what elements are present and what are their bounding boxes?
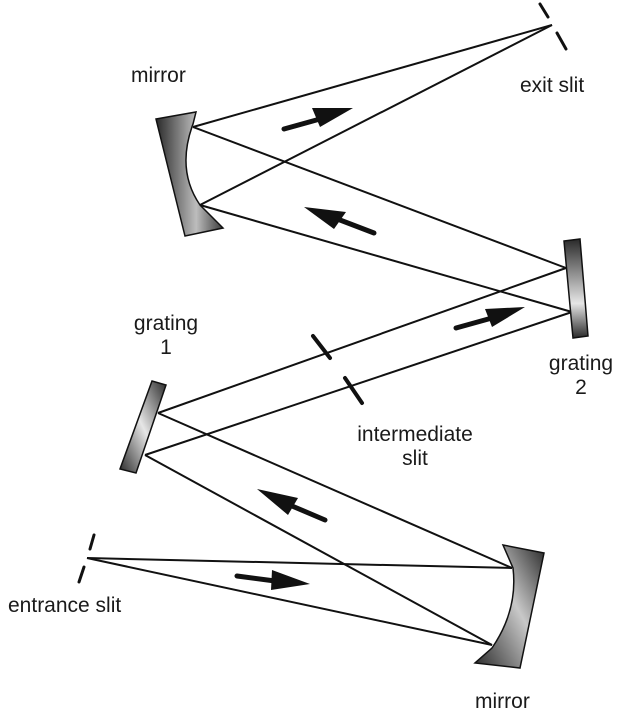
arrow-icon [453,307,525,331]
intermediate-slit-line1: intermediate [357,423,473,446]
bottom-mirror [473,543,545,669]
ray-grating2-to-mirror-b [199,204,573,313]
entrance-slit [77,533,96,584]
ray-entrance-to-mirror-upper [86,557,513,569]
grating-2-number: 2 [575,376,587,399]
label-grating-2: grating 2 [533,352,629,400]
exit-slit [538,2,568,51]
ray-grating1-to-grating2-a [157,267,567,414]
label-exit-slit: exit slit [520,74,585,97]
label-grating-1: grating 1 [118,312,214,360]
grating-1-number: 1 [160,336,172,359]
top-mirror [155,111,225,237]
intermediate-slit [311,334,364,405]
ray-mirror-to-grating1-lower [144,454,493,646]
ray-entrance-to-mirror-lower [86,557,493,646]
ray-mirror-to-exit-b [199,24,553,206]
arrow-icon [234,570,310,590]
grating-1 [119,380,167,474]
grating-1-name: grating [133,312,199,335]
ray-mirror-to-exit-a [192,24,553,128]
label-entrance-slit: entrance slit [8,594,122,617]
ray-grating1-to-grating2-b [144,311,573,456]
ray-grating2-to-mirror-a [192,126,567,269]
arrow-icon [257,489,328,523]
grating-2 [563,238,589,339]
intermediate-slit-line2: slit [402,447,428,470]
ray-mirror-to-grating1-upper [157,412,513,569]
arrow-icon [281,108,353,132]
label-bottom-mirror: mirror [475,690,530,713]
light-rays [86,24,573,646]
arrow-icon [304,207,377,236]
label-top-mirror: mirror [131,64,186,87]
grating-2-name: grating [548,352,614,375]
label-intermediate-slit: intermediate slit [330,423,500,471]
